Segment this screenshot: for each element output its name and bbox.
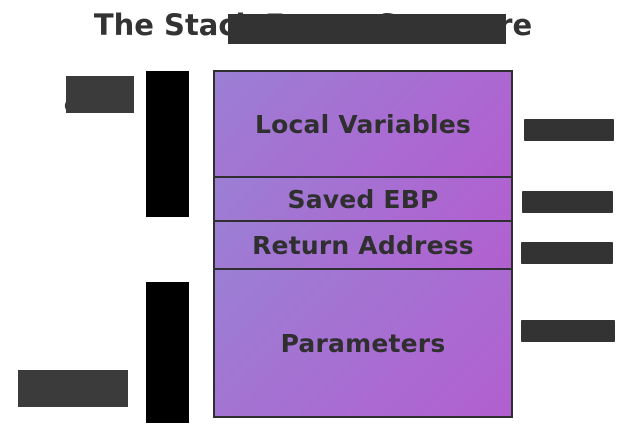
annotation-return-address-text bbox=[521, 242, 522, 243]
annotation-local-variables-text bbox=[524, 119, 525, 120]
stack-segment-saved-ebp: Saved EBP bbox=[213, 176, 513, 222]
stack-segment-local-variables: Local Variables bbox=[213, 70, 513, 178]
stack-segment-label: Return Address bbox=[252, 230, 474, 260]
stack-segment-label: Saved EBP bbox=[287, 184, 439, 214]
annotation-saved-ebp-redaction bbox=[522, 191, 613, 213]
stack-segment-parameters: Parameters bbox=[213, 268, 513, 418]
annotation-parameters-text bbox=[521, 320, 522, 321]
page-title-redaction bbox=[228, 14, 506, 44]
annotation-saved-ebp-text bbox=[522, 191, 523, 192]
annotation-parameters-redaction bbox=[521, 320, 615, 342]
stack-frame-diagram: Local Variables Saved EBP Return Address… bbox=[213, 70, 513, 420]
stack-growth-arrow-redaction bbox=[146, 71, 189, 217]
stack-segment-return-address: Return Address bbox=[213, 220, 513, 270]
higher-addresses-arrow-redaction bbox=[146, 282, 189, 423]
stack-growth-label-redaction bbox=[66, 76, 134, 113]
annotation-local-variables-redaction bbox=[524, 119, 614, 141]
stack-segment-label: Parameters bbox=[280, 328, 446, 358]
annotation-return-address-redaction bbox=[521, 242, 613, 264]
higher-addresses-label-redaction bbox=[18, 370, 128, 407]
stack-segment-label: Local Variables bbox=[255, 109, 471, 139]
